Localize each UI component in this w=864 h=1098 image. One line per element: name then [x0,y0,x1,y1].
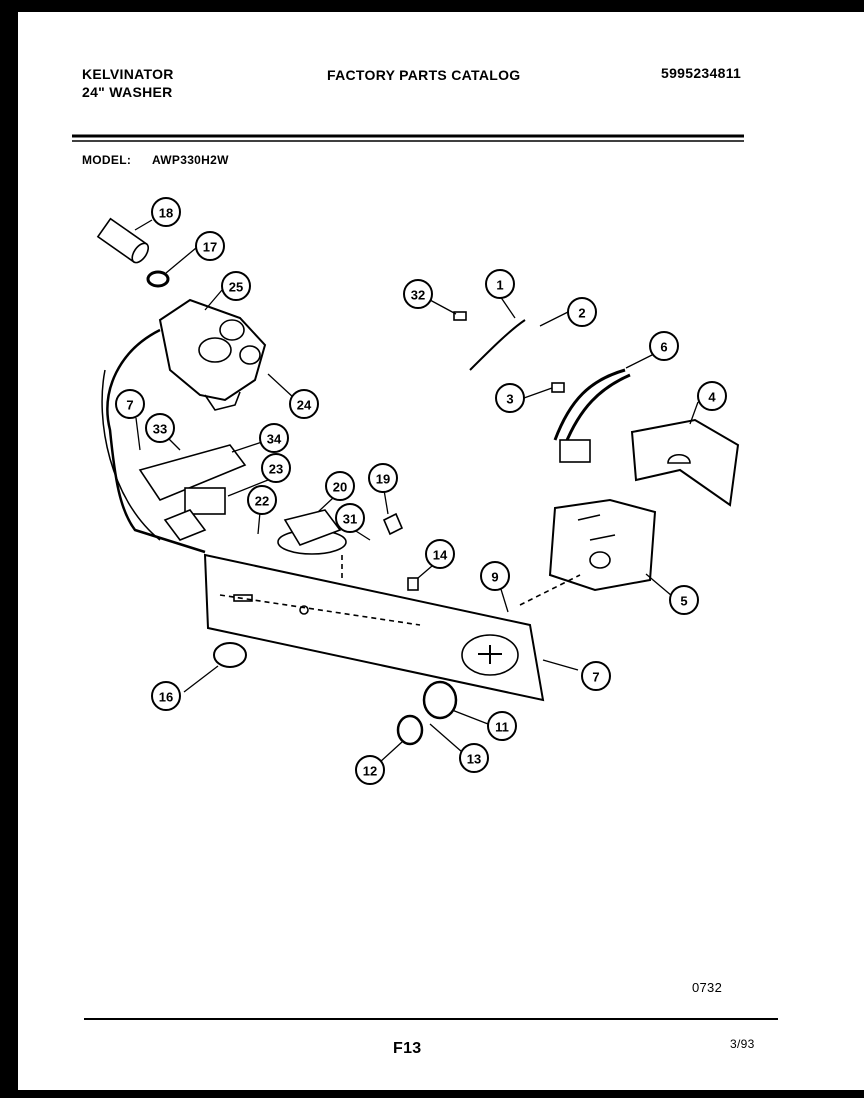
callout-label: 24 [297,398,312,413]
page-number: F13 [393,1040,422,1057]
product-name: 24" WASHER [82,84,173,100]
callout-20: 20 [325,471,355,501]
wire-harness [553,368,631,463]
callout-11: 11 [487,711,517,741]
callout-13: 13 [459,743,489,773]
timer-cover [630,418,740,507]
callout-label: 6 [660,340,667,355]
callout-label: 5 [680,594,687,609]
mounting-bracket [138,444,247,501]
terminal-32 [453,311,467,321]
callout-3: 3 [495,383,525,413]
callout-33: 33 [145,413,175,443]
callout-label: 7 [592,670,599,685]
callout-19: 19 [368,463,398,493]
callout-9: 9 [480,561,510,591]
callout-31: 31 [335,503,365,533]
clip-3 [551,382,565,393]
callout-22: 22 [247,485,277,515]
callout-label: 9 [491,570,498,585]
callout-label: 31 [343,512,357,527]
callout-label: 22 [255,494,269,509]
callout-label: 11 [495,720,509,735]
lid-switch [184,487,226,515]
callout-label: 13 [467,752,481,767]
timer [548,498,657,592]
callout-label: 14 [433,548,448,563]
callout-6: 6 [649,331,679,361]
rotary-switch-19 [382,512,404,536]
revision-date: 3/93 [730,1037,755,1051]
hose-washer [146,270,170,288]
callout-label: 20 [333,480,347,495]
clip-7 [407,577,419,591]
model-label: MODEL: [82,153,132,167]
callout-label: 34 [267,432,282,447]
callout-16: 16 [151,681,181,711]
callout-label: 19 [376,472,390,487]
brand-name: KELVINATOR [82,66,174,82]
model-number: AWP330H2W [152,153,229,167]
pressure-switch [277,509,347,555]
callout-32: 32 [403,279,433,309]
callout-label: 12 [363,764,377,779]
callout-label: 4 [708,390,716,405]
callout-label: 25 [229,280,243,295]
callout-label: 7 [126,398,133,413]
callout-14: 14 [425,539,455,569]
callout-label: 16 [159,690,173,705]
catalog-number: 5995234811 [661,65,742,81]
callout-23: 23 [261,453,291,483]
callout-5: 5 [669,585,699,615]
callout-2: 2 [567,297,597,327]
callout-7: 7 [581,661,611,691]
ground-wire [469,319,526,371]
callout-label: 32 [411,288,425,303]
back-panel-edge [106,328,206,554]
water-valve [158,298,267,411]
callout-label: 18 [159,206,173,221]
callout-1: 1 [485,269,515,299]
knob-assembly [396,680,458,746]
callout-label: 17 [203,240,217,255]
callout-24: 24 [289,389,319,419]
callout-17: 17 [195,231,225,261]
callout-7: 7 [115,389,145,419]
callout-label: 2 [578,306,585,321]
inlet-hose [96,217,150,264]
callout-25: 25 [221,271,251,301]
callout-label: 3 [506,392,513,407]
knob-16 [213,642,247,668]
console-panel [203,553,545,702]
callout-label: 23 [269,462,283,477]
callout-label: 33 [153,422,167,437]
callout-4: 4 [697,381,727,411]
callout-12: 12 [355,755,385,785]
catalog-title: FACTORY PARTS CATALOG [327,67,521,83]
callout-18: 18 [151,197,181,227]
drawing-code: 0732 [692,980,723,995]
callout-label: 1 [496,278,503,293]
callout-34: 34 [259,423,289,453]
